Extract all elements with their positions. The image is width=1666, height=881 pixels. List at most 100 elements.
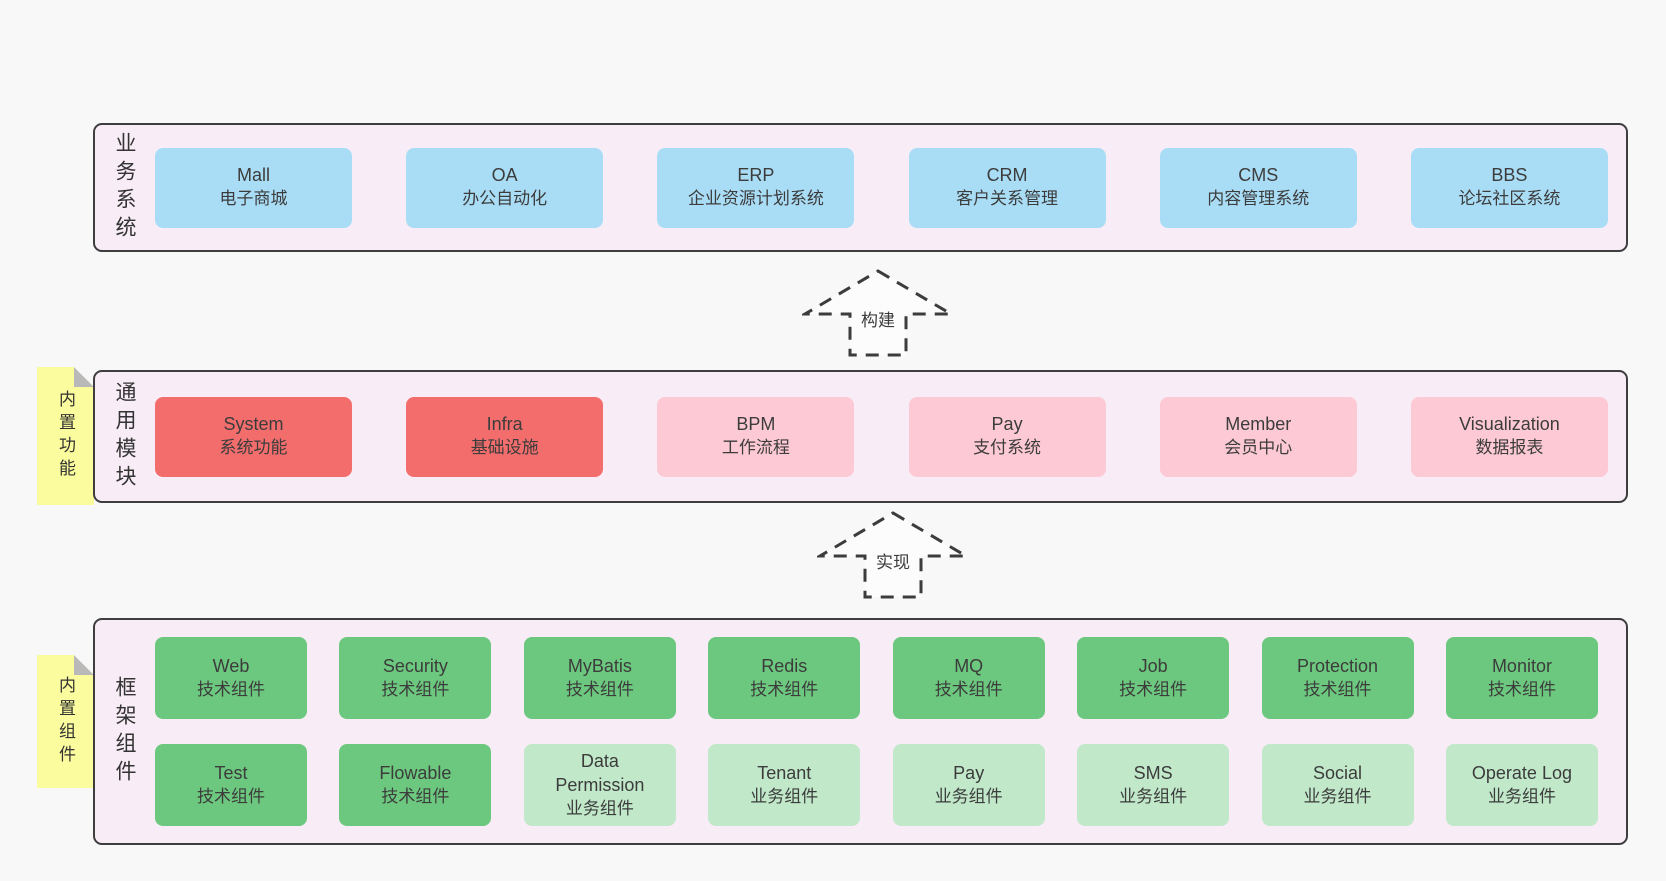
box-title: ERP: [737, 165, 775, 186]
box-protection: Protection 技术组件: [1261, 637, 1414, 719]
band-label: 框架组件: [113, 675, 136, 788]
band-framework-components: 框架组件 Web 技术组件 Security 技术组件 MyBatis 技术组件…: [93, 618, 1628, 845]
arrow-label: 构建: [858, 306, 898, 331]
box-cms: CMS 内容管理系统: [1159, 147, 1357, 228]
box-subtitle: 企业资源计划系统: [687, 189, 824, 209]
box-title: CRM: [986, 165, 1028, 186]
box-title: System: [223, 414, 284, 435]
box-title: Data Permission: [555, 751, 645, 795]
box-title: Operate Log: [1471, 762, 1572, 783]
box-subtitle: 技术组件: [197, 679, 265, 699]
box-subtitle: 电子商城: [219, 189, 288, 209]
box-subtitle: 办公自动化: [462, 189, 548, 209]
box-redis: Redis 技术组件: [708, 637, 861, 719]
box-crm: CRM 客户关系管理: [908, 147, 1106, 228]
box-job: Job 技术组件: [1077, 637, 1230, 719]
box-tenant: Tenant 业务组件: [708, 744, 861, 826]
box-title: Mall: [236, 165, 270, 186]
box-subtitle: 业务组件: [1119, 786, 1188, 806]
sticky-note-label: 内置组件: [56, 675, 75, 768]
box-social: Social 业务组件: [1261, 744, 1414, 826]
box-flowable: Flowable 技术组件: [339, 744, 492, 826]
box-title: Test: [214, 762, 248, 783]
box-subtitle: 技术组件: [197, 786, 265, 806]
box-subtitle: 支付系统: [973, 438, 1042, 458]
box-subtitle: 论坛社区系统: [1458, 189, 1561, 209]
box-member: Member 会员中心: [1159, 396, 1357, 477]
band-business-systems: 业务系统 Mall 电子商城 OA 办公自动化 ERP 企业资源计划系统 CRM…: [93, 123, 1628, 252]
box-title: Infra: [486, 414, 523, 435]
box-mall: Mall 电子商城: [155, 147, 352, 228]
box-security: Security 技术组件: [339, 637, 492, 719]
box-title: Visualization: [1459, 414, 1560, 435]
box-data-permission: Data Permission 业务组件: [523, 744, 676, 826]
box-row-business: Test 技术组件 Flowable 技术组件 Data Permission …: [155, 744, 1598, 826]
box-title: Social: [1313, 762, 1363, 783]
box-subtitle: 数据报表: [1475, 438, 1544, 458]
band-label: 通用模块: [113, 380, 136, 493]
box-operate-log: Operate Log 业务组件: [1445, 744, 1598, 826]
box-title: Monitor: [1491, 655, 1552, 676]
box-title: MyBatis: [567, 655, 632, 676]
box-subtitle: 技术组件: [934, 679, 1003, 699]
box-title: Tenant: [757, 762, 812, 783]
box-title: Redis: [761, 655, 808, 676]
box-sms: SMS 业务组件: [1077, 744, 1230, 826]
box-subtitle: 系统功能: [219, 438, 288, 458]
box-subtitle: 内容管理系统: [1207, 189, 1310, 209]
box-subtitle: 业务组件: [1303, 786, 1372, 806]
box-subtitle: 技术组件: [750, 679, 819, 699]
box-rows: Web 技术组件 Security 技术组件 MyBatis 技术组件 Redi…: [155, 620, 1598, 843]
box-oa: OA 办公自动化: [406, 147, 604, 228]
box-subtitle: 技术组件: [1119, 679, 1188, 699]
box-title: OA: [491, 165, 518, 186]
box-test: Test 技术组件: [155, 744, 307, 826]
box-title: Job: [1138, 655, 1168, 676]
box-title: BPM: [736, 414, 776, 435]
box-title: Web: [212, 655, 250, 676]
box-title: BBS: [1491, 165, 1528, 186]
box-monitor: Monitor 技术组件: [1445, 637, 1598, 719]
box-subtitle: 工作流程: [721, 438, 790, 458]
box-title: CMS: [1238, 165, 1279, 186]
box-subtitle: 技术组件: [381, 786, 450, 806]
box-subtitle: 客户关系管理: [956, 189, 1059, 209]
box-title: Flowable: [379, 762, 452, 783]
box-subtitle: 会员中心: [1224, 438, 1293, 458]
box-title: MQ: [954, 655, 984, 676]
box-web: Web 技术组件: [155, 637, 307, 719]
box-pay-component: Pay 业务组件: [892, 744, 1045, 826]
box-row: System 系统功能 Infra 基础设施 BPM 工作流程 Pay 支付系统…: [155, 372, 1608, 501]
box-infra: Infra 基础设施: [406, 396, 604, 477]
box-subtitle: 基础设施: [470, 438, 539, 458]
dashed-up-arrow-build: 构建: [802, 268, 954, 358]
box-erp: ERP 企业资源计划系统: [657, 147, 855, 228]
box-subtitle: 业务组件: [750, 786, 819, 806]
sticky-note-built-in-components: 内置组件: [37, 655, 94, 788]
box-title: Pay: [953, 762, 985, 783]
folded-corner: [74, 367, 94, 387]
box-subtitle: 技术组件: [565, 679, 634, 699]
box-title: Protection: [1297, 655, 1379, 676]
box-visualization: Visualization 数据报表: [1410, 396, 1608, 477]
box-row-technical: Web 技术组件 Security 技术组件 MyBatis 技术组件 Redi…: [155, 637, 1598, 719]
box-subtitle: 技术组件: [381, 679, 450, 699]
folded-corner: [74, 655, 94, 675]
box-bbs: BBS 论坛社区系统: [1410, 147, 1608, 228]
band-common-modules: 通用模块 System 系统功能 Infra 基础设施 BPM 工作流程 Pay…: [93, 370, 1628, 503]
sticky-note-built-in-features: 内置功能: [37, 367, 94, 505]
box-bpm: BPM 工作流程: [657, 396, 855, 477]
dashed-up-arrow-implement: 实现: [817, 510, 969, 600]
box-subtitle: 业务组件: [934, 786, 1003, 806]
box-title: Member: [1225, 414, 1292, 435]
box-subtitle: 技术组件: [1303, 679, 1372, 699]
box-subtitle: 业务组件: [1487, 786, 1556, 806]
box-pay: Pay 支付系统: [908, 396, 1106, 477]
box-subtitle: 技术组件: [1487, 679, 1556, 699]
box-row: Mall 电子商城 OA 办公自动化 ERP 企业资源计划系统 CRM 客户关系…: [155, 125, 1608, 250]
box-title: Pay: [991, 414, 1023, 435]
box-mq: MQ 技术组件: [892, 637, 1045, 719]
arrow-label: 实现: [873, 548, 913, 573]
box-system: System 系统功能: [155, 396, 352, 477]
